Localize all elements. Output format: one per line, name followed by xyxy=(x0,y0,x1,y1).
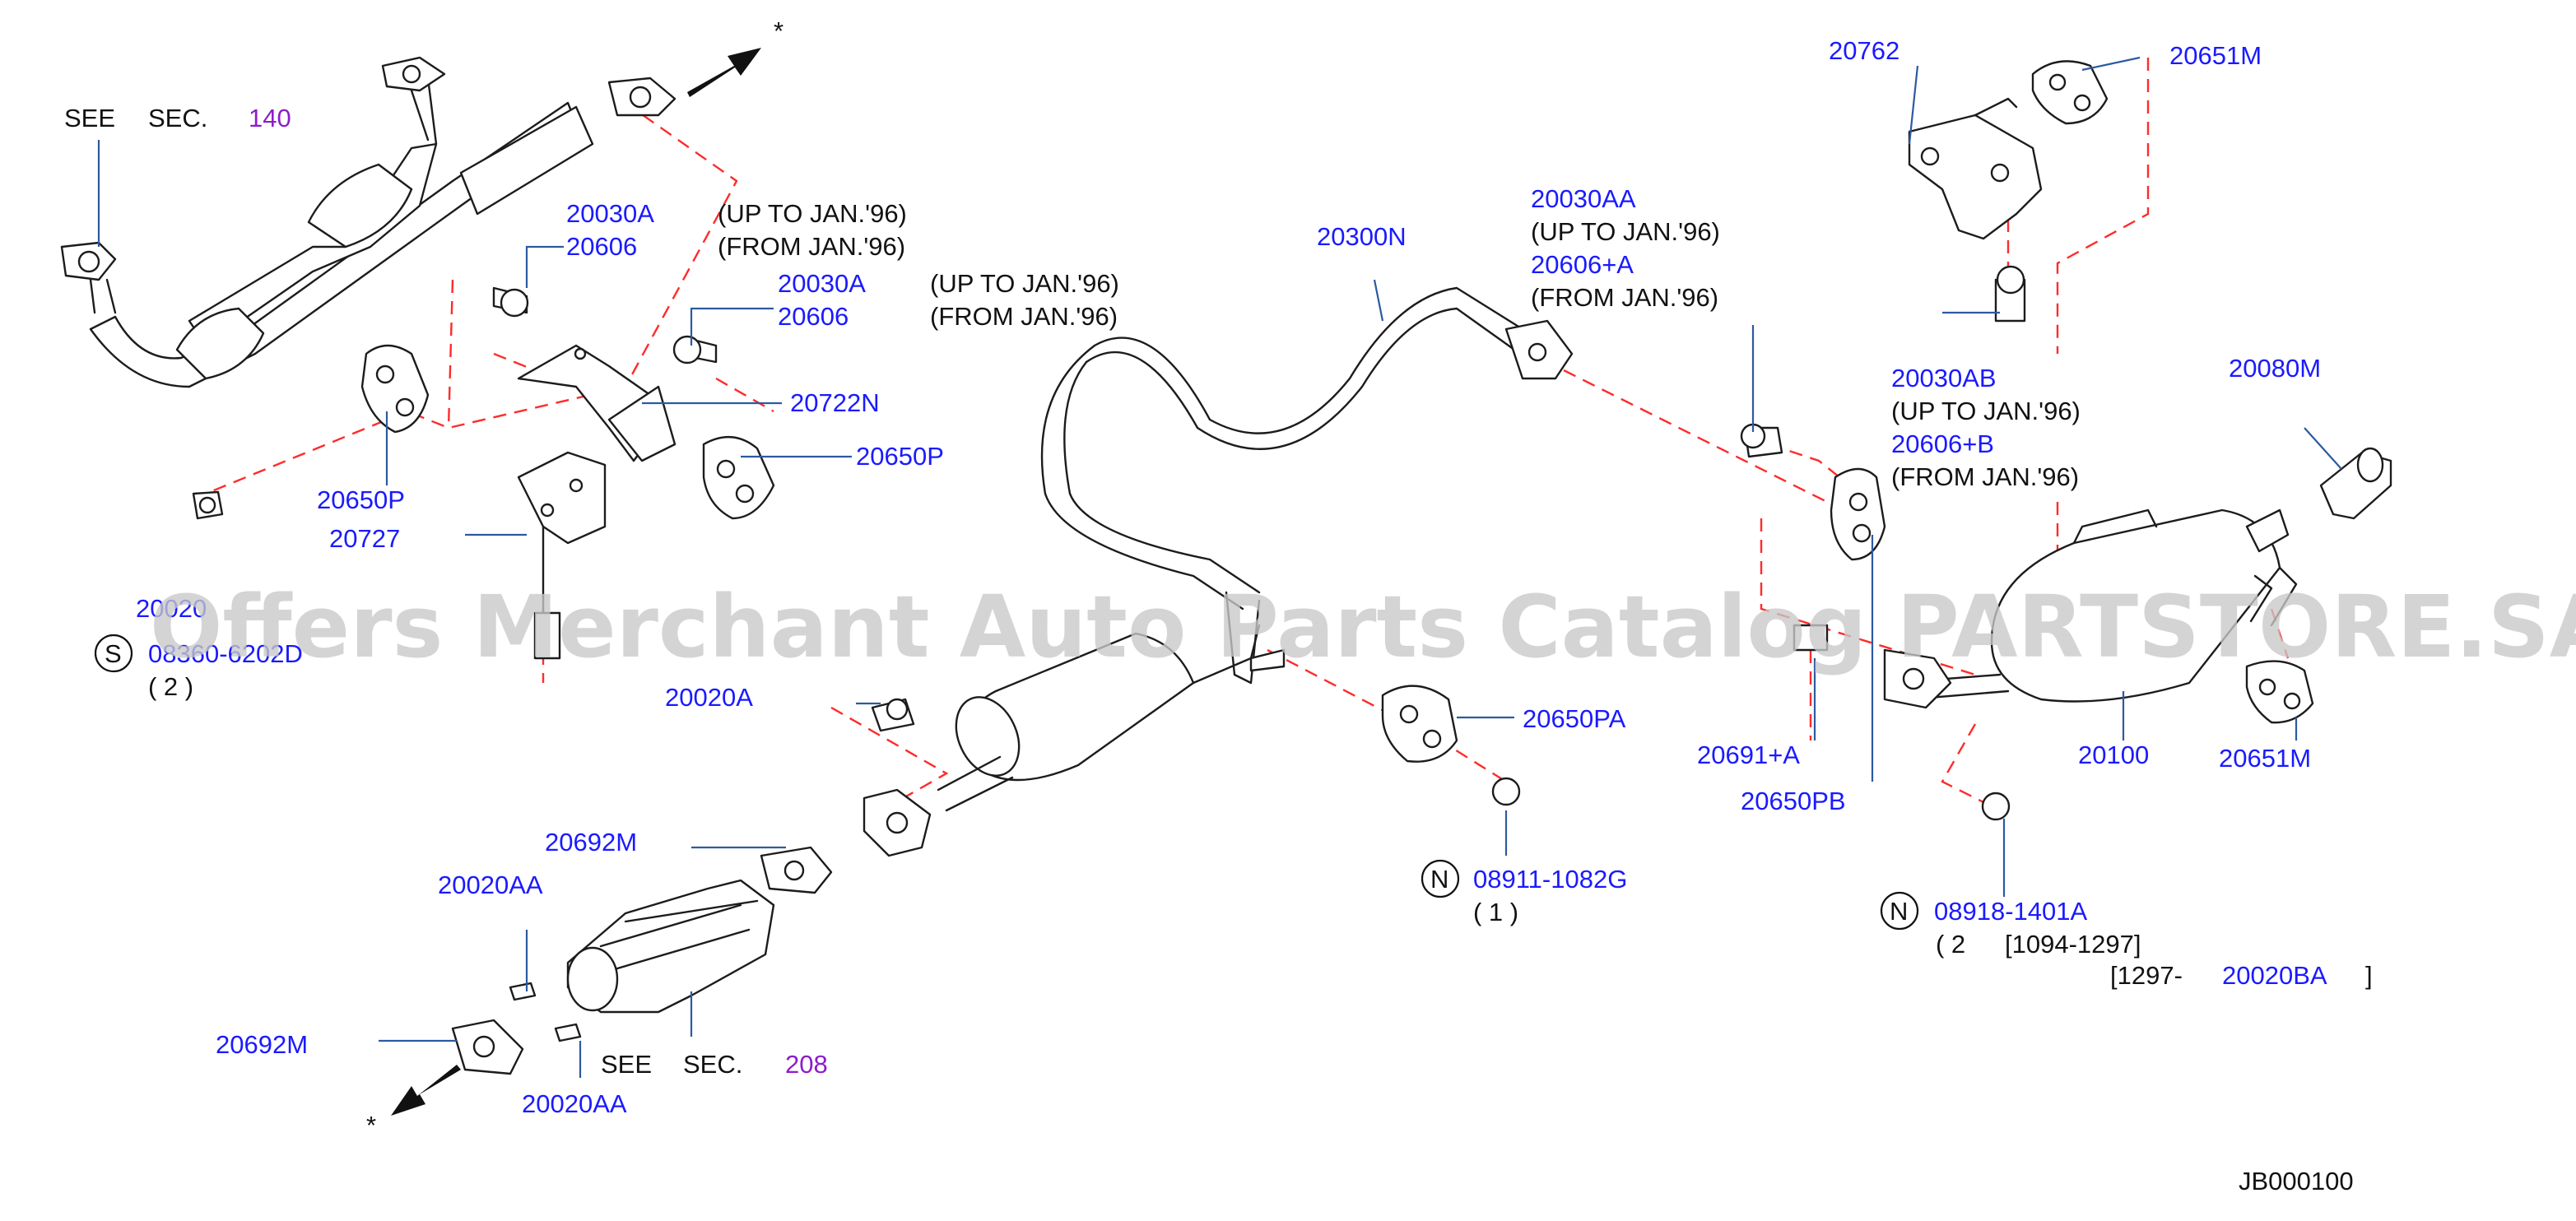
part-08918-1401A[interactable]: 08918-1401A xyxy=(1934,897,2087,926)
bracket-20727 xyxy=(517,451,607,627)
direction-arrow-top xyxy=(687,48,761,97)
part-20692M-top[interactable]: 20692M xyxy=(545,828,637,857)
part-20651M-top[interactable]: 20651M xyxy=(2169,41,2262,70)
section-link-140[interactable]: 140 xyxy=(249,104,291,132)
part-20650P-left[interactable]: 20650P xyxy=(317,485,405,514)
bracket-20722N xyxy=(517,344,677,462)
part-20020AA-top[interactable]: 20020AA xyxy=(438,870,543,899)
see-text-208: SEE xyxy=(601,1050,652,1079)
qty-n-part-1: ( 1 ) xyxy=(1473,898,1518,926)
note-up-to-jan96-3: (UP TO JAN.'96) xyxy=(1531,217,1720,246)
rubber-hanger-20651M-top xyxy=(2031,60,2109,125)
part-20080M[interactable]: 20080M xyxy=(2229,354,2321,383)
n-marker-circle-1 xyxy=(1421,859,1460,898)
part-20020-partial[interactable]: 20020 xyxy=(136,594,207,623)
sec-text-208: SEC. xyxy=(683,1050,742,1079)
part-20030A-1[interactable]: 20030A xyxy=(566,199,654,228)
part-20606A[interactable]: 20606+A xyxy=(1531,250,1634,279)
range-1297-prefix: [1297- xyxy=(2110,961,2183,990)
part-20606-1[interactable]: 20606 xyxy=(566,232,637,261)
part-20300N[interactable]: 20300N xyxy=(1317,222,1407,251)
bracket-20762 xyxy=(1908,97,2043,240)
note-from-jan96-4: (FROM JAN.'96) xyxy=(1891,462,2079,491)
section-link-208[interactable]: 208 xyxy=(785,1050,828,1079)
note-from-jan96-3: (FROM JAN.'96) xyxy=(1531,283,1718,312)
range-1094-1297: [1094-1297] xyxy=(2005,930,2141,959)
bolts-left xyxy=(192,286,718,660)
diagram-id: JB000100 xyxy=(2239,1167,2354,1195)
note-from-jan96-1: (FROM JAN.'96) xyxy=(718,232,905,261)
tail-pipe-finisher-20080M xyxy=(2319,447,2392,520)
part-20030AA[interactable]: 20030AA xyxy=(1531,184,1636,213)
part-20030A-2[interactable]: 20030A xyxy=(778,269,866,298)
part-20650PA[interactable]: 20650PA xyxy=(1523,704,1626,733)
part-20762[interactable]: 20762 xyxy=(1829,36,1899,65)
note-up-to-jan96-1: (UP TO JAN.'96) xyxy=(718,199,907,228)
center-muffler-part xyxy=(863,624,1261,857)
part-20020A[interactable]: 20020A xyxy=(665,683,753,712)
star-marker-bottom: * xyxy=(366,1111,376,1140)
part-20691A[interactable]: 20691+A xyxy=(1697,740,1800,769)
part-20606B[interactable]: 20606+B xyxy=(1891,429,1994,458)
part-20650P-right[interactable]: 20650P xyxy=(856,442,944,471)
bolts-center xyxy=(871,648,1521,806)
part-20020AA-bottom[interactable]: 20020AA xyxy=(522,1089,627,1118)
note-up-to-jan96-4: (UP TO JAN.'96) xyxy=(1891,397,2081,425)
rubber-hanger-20651M-bottom xyxy=(2245,660,2314,724)
qty-s-part: ( 2 ) xyxy=(148,672,193,701)
note-up-to-jan96-2: (UP TO JAN.'96) xyxy=(930,269,1119,298)
n-marker-2: N xyxy=(1890,897,1908,926)
rubber-hanger-20650P-left xyxy=(360,344,430,434)
part-08911-1082G[interactable]: 08911-1082G xyxy=(1473,865,1627,894)
front-exhaust-tube-part xyxy=(60,56,677,388)
rear-muffler-20100 xyxy=(1883,508,2298,709)
rubber-hanger-20650P-right xyxy=(702,435,775,520)
range-1297-suffix: ] xyxy=(2365,961,2373,990)
leader-lines xyxy=(97,56,2342,1078)
n-marker-circle-2 xyxy=(1880,891,1919,931)
qty-n-part-2: ( 2 xyxy=(1936,930,1965,959)
note-from-jan96-2: (FROM JAN.'96) xyxy=(930,302,1118,331)
direction-arrow-bottom xyxy=(391,1065,461,1116)
rubber-hanger-20650PB xyxy=(1830,467,1886,561)
part-20650PB[interactable]: 20650PB xyxy=(1741,787,1846,815)
s-marker: S xyxy=(105,639,122,668)
n-marker-1: N xyxy=(1430,865,1448,894)
part-labels: SEE SEC. 140 20030A 20606 (UP TO JAN.'96… xyxy=(64,36,2373,1195)
see-text-140: SEE xyxy=(64,104,115,132)
part-20727[interactable]: 20727 xyxy=(329,524,400,553)
part-20606-2[interactable]: 20606 xyxy=(778,302,849,331)
part-08360-6202D[interactable]: 08360-6202D xyxy=(148,639,303,668)
s-marker-circle xyxy=(94,634,133,673)
catalytic-converter-part xyxy=(451,846,833,1075)
star-marker-top: * xyxy=(774,16,783,45)
bolts-right xyxy=(1740,265,2026,821)
part-20651M-bottom[interactable]: 20651M xyxy=(2219,744,2311,773)
sec-text-140: SEC. xyxy=(148,104,207,132)
part-20692M-bottom[interactable]: 20692M xyxy=(216,1030,308,1059)
part-20020BA[interactable]: 20020BA xyxy=(2222,961,2327,990)
part-20030AB[interactable]: 20030AB xyxy=(1891,364,1997,392)
part-20722N[interactable]: 20722N xyxy=(790,388,880,417)
watermark-text: Offers Merchant Auto Parts Catalog PARTS… xyxy=(150,577,2576,677)
center-tube-20300N xyxy=(1040,286,1574,685)
part-20100[interactable]: 20100 xyxy=(2078,740,2149,769)
